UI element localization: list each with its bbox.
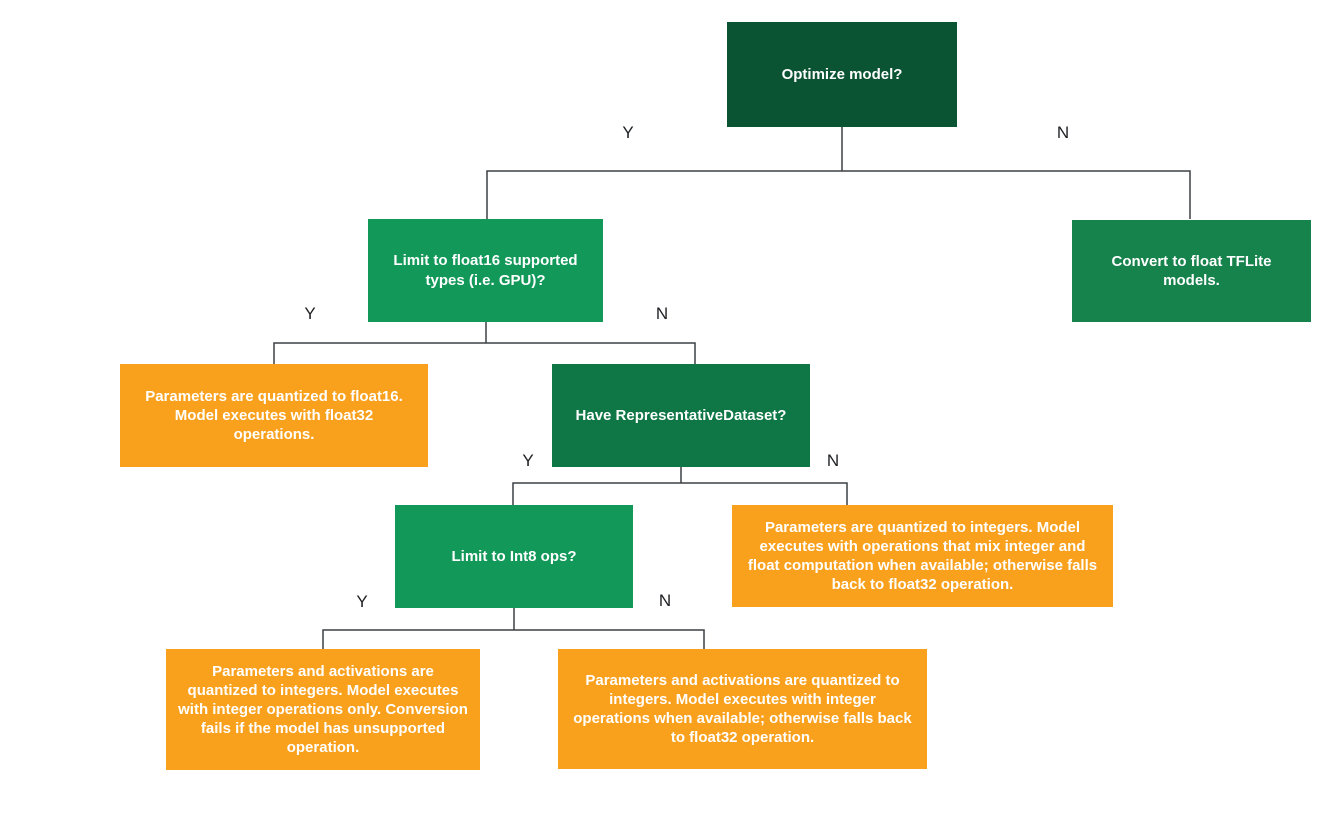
branch-level1-line xyxy=(486,127,1191,219)
node-limit-int8-ops-label: Limit to Int8 ops? xyxy=(451,547,577,565)
node-convert-float-tflite-label: Convert to float TFLite models. xyxy=(1111,252,1272,289)
node-limit-float16: Limit to float16 supported types (i.e. G… xyxy=(368,219,603,322)
node-convert-float-tflite: Convert to float TFLite models. xyxy=(1072,220,1311,322)
branch-label-level4-no: N xyxy=(658,591,672,610)
node-limit-int8-ops: Limit to Int8 ops? xyxy=(395,505,633,608)
branch-label-level3-no: N xyxy=(826,451,840,470)
node-result-quantized-float16-label: Parameters are quantized to float16. Mod… xyxy=(145,387,403,444)
node-result-integer-with-fallback-label: Parameters and activations are quantized… xyxy=(573,671,912,747)
node-result-mixed-int-float-label: Parameters are quantized to integers. Mo… xyxy=(747,518,1098,594)
node-result-integer-with-fallback: Parameters and activations are quantized… xyxy=(558,649,927,769)
branch-label-level2-yes: Y xyxy=(304,304,316,323)
node-result-integer-only-label: Parameters and activations are quantized… xyxy=(178,662,468,757)
node-result-mixed-int-float: Parameters are quantized to integers. Mo… xyxy=(732,505,1113,607)
branch-label-level1-no: N xyxy=(1056,123,1070,142)
branch-level2-line xyxy=(273,322,696,364)
node-have-representative-dataset: Have RepresentativeDataset? xyxy=(552,364,810,467)
branch-label-level1-yes: Y xyxy=(622,123,634,142)
node-result-integer-only: Parameters and activations are quantized… xyxy=(166,649,480,770)
node-optimize-model-label: Optimize model? xyxy=(781,65,903,83)
node-result-quantized-float16: Parameters are quantized to float16. Mod… xyxy=(120,364,428,467)
branch-level3-line xyxy=(512,467,848,505)
node-limit-float16-label: Limit to float16 supported types (i.e. G… xyxy=(393,252,578,289)
branch-level4-line xyxy=(322,608,705,649)
node-have-representative-dataset-label: Have RepresentativeDataset? xyxy=(575,406,787,424)
branch-label-level2-no: N xyxy=(655,304,669,323)
branch-label-level4-yes: Y xyxy=(356,592,368,611)
node-optimize-model: Optimize model? xyxy=(727,22,957,127)
branch-label-level3-yes: Y xyxy=(522,451,534,470)
